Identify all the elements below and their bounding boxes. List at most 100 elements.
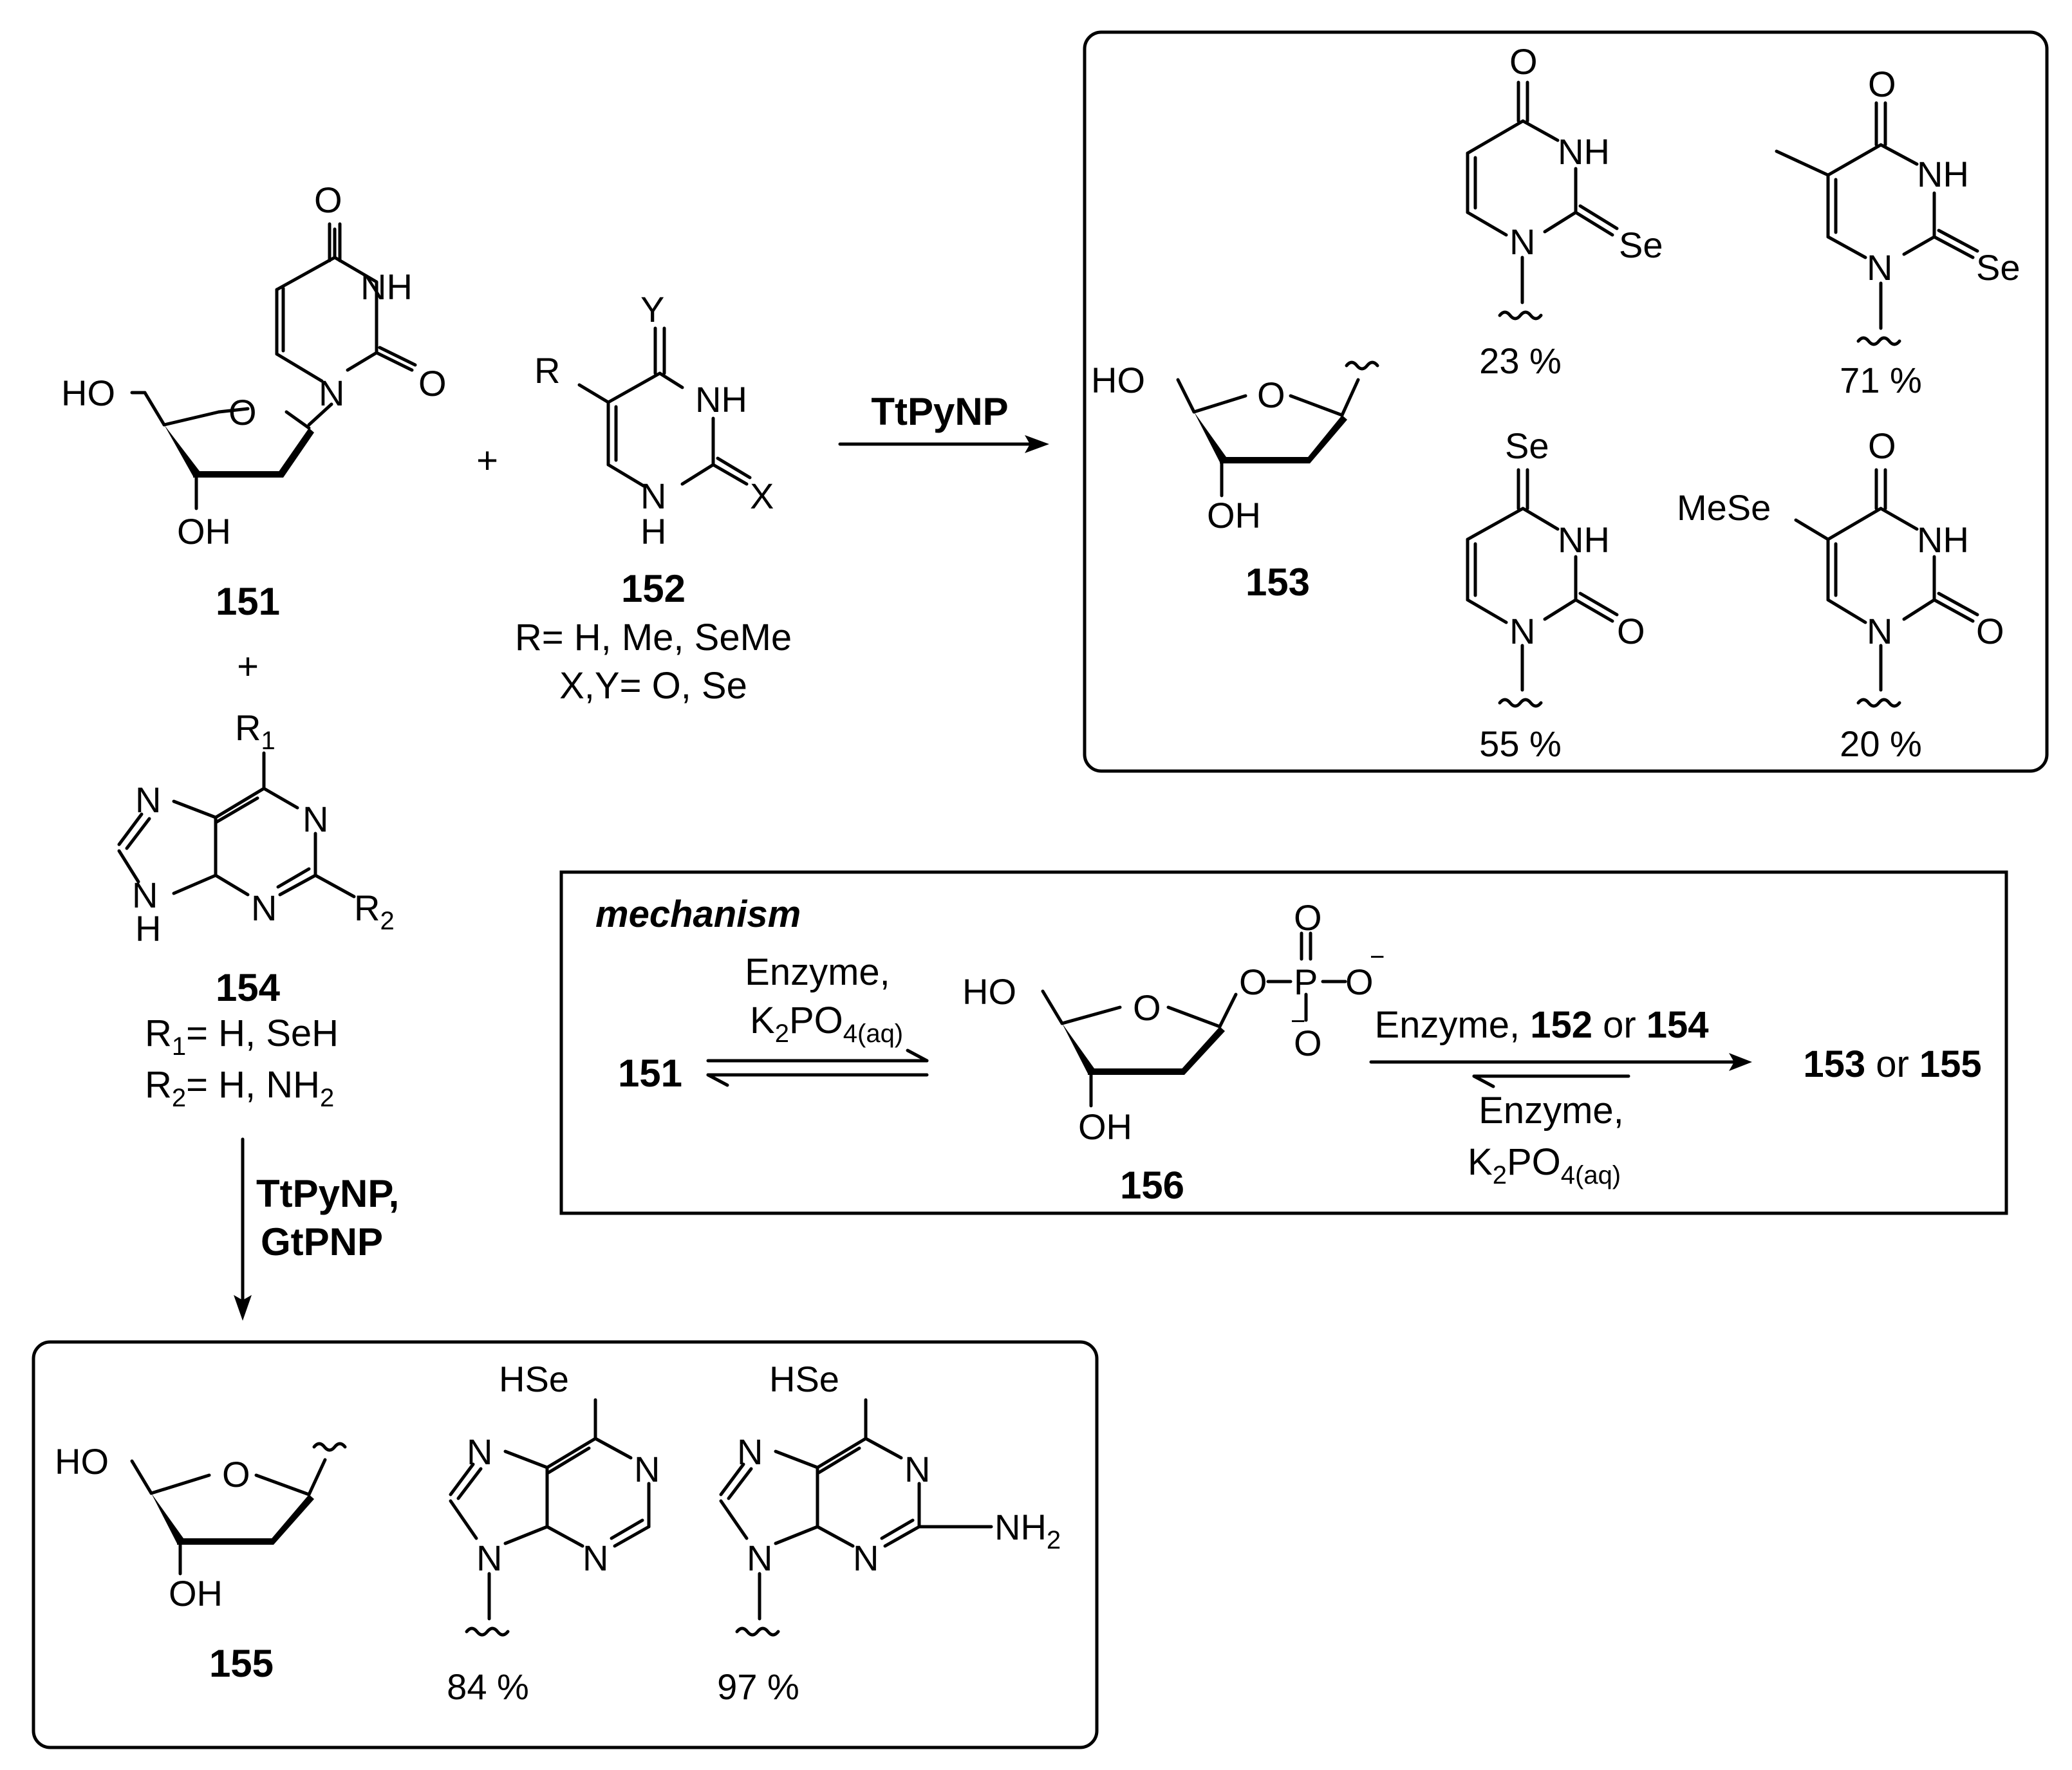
right-condition-bottom-line1: Enzyme, (1479, 1090, 1624, 1132)
plus-sign: + (237, 646, 259, 687)
reagent-label-line2: GtPNP (261, 1220, 383, 1263)
atom-hse: HSe (769, 1359, 839, 1399)
base-2-selenothymine: O NH N Se 71 % (1775, 64, 2021, 400)
reagent-label: TtPyNP (871, 390, 1008, 433)
atom-oh: OH (1078, 1106, 1132, 1147)
compound-number-152: 152 (621, 567, 686, 610)
yield-label: 20 % (1840, 723, 1922, 764)
base-5-methylselenouracil: MeSe O NH N O 20 % (1677, 425, 2004, 764)
atom-ring-o: O (1257, 375, 1285, 415)
atom-o-top: O (314, 180, 342, 220)
atom-n-top: N (135, 779, 161, 820)
r1-substituent-definition: R1= H, SeH (145, 1012, 339, 1061)
yield-label: 55 % (1479, 723, 1562, 764)
atom-n: N (640, 476, 666, 516)
plus-sign: + (476, 440, 498, 481)
reaction-arrow-1: TtPyNP (838, 390, 1049, 453)
sugar-153: HO O OH 153 (1091, 360, 1379, 604)
atom-n7: N (737, 1431, 763, 1472)
atom-o-bottom: O (1294, 1023, 1322, 1063)
atom-n1: N (904, 1449, 930, 1489)
atom-y: Y (640, 289, 664, 330)
atom-o-right: O (418, 363, 447, 404)
left-condition-line1: Enzyme, (745, 951, 890, 993)
charge-minus: − (1370, 943, 1385, 971)
right-condition-top: Enzyme, 152 or 154 (1374, 1004, 1708, 1046)
atom-nh: NH (1558, 131, 1610, 172)
atom-h9: H (135, 908, 161, 949)
atom-n: N (1867, 247, 1892, 288)
compound-number-151: 151 (216, 580, 280, 623)
r2-substituent-definition: R2= H, NH2 (145, 1064, 334, 1112)
atom-o: O (1868, 64, 1896, 104)
atom-n3: N (583, 1538, 608, 1578)
atom-o: O (1509, 41, 1538, 82)
yield-label: 84 % (447, 1666, 529, 1707)
atom-se: Se (1505, 425, 1549, 466)
atom-n7: N (467, 1431, 492, 1472)
atom-nh: NH (1558, 519, 1610, 560)
atom-o: O (1617, 611, 1645, 651)
atom-ho: HO (1091, 360, 1145, 400)
mechanism-title: mechanism (595, 893, 801, 935)
charge-minus: − (1291, 1007, 1305, 1036)
base-6-selenoguanine: HSe N N N N NH2 97 % (717, 1359, 1061, 1707)
atom-n: N (319, 373, 344, 413)
atom-x: X (750, 476, 774, 516)
atom-h: H (640, 511, 666, 552)
product-box-155 (32, 1340, 1099, 1749)
atom-ring-o: O (229, 392, 257, 433)
atom-ring-o: O (1133, 987, 1161, 1028)
atom-oh: OH (1207, 495, 1261, 536)
atom-o: O (1976, 611, 2004, 651)
base-2-selenouracil: O NH N Se 23 % (1466, 41, 1663, 381)
xy-substituent-definition: X,Y= O, Se (559, 665, 747, 707)
atom-r1: R1 (235, 707, 275, 755)
atom-oh: OH (177, 511, 231, 552)
reagent-label-line1: TtPyNP, (256, 1172, 399, 1215)
atom-n: N (1867, 611, 1892, 651)
atom-ho: HO (55, 1441, 109, 1482)
mechanism-products: 153 or 155 (1803, 1043, 1981, 1085)
atom-o-top: O (1868, 425, 1896, 466)
atom-nh: NH (360, 266, 413, 307)
mechanism-left-compound: 151 (618, 1052, 682, 1095)
base-4-selenouracil: Se NH N O 55 % (1466, 425, 1645, 764)
compound-number-155: 155 (209, 1642, 274, 1685)
compound-number-154: 154 (216, 966, 281, 1009)
atom-nh: NH (695, 379, 747, 420)
yield-label: 71 % (1840, 360, 1922, 400)
atom-r: R (534, 350, 560, 391)
compound-151: O NH O N HO O OH 151 (61, 180, 447, 623)
atom-r2: R2 (354, 888, 395, 935)
compound-156: HO O OH O P O O − O − 156 (962, 897, 1385, 1207)
atom-o-bridge: O (1239, 962, 1267, 1002)
atom-n9: N (747, 1538, 772, 1578)
right-condition-bottom-line2: K2PO4(aq) (1468, 1141, 1621, 1189)
left-condition-line2: K2PO4(aq) (750, 1000, 903, 1048)
atom-n3: N (853, 1538, 879, 1578)
reaction-arrow-2: TtPyNP, GtPNP (234, 1137, 399, 1321)
atom-oh: OH (169, 1573, 223, 1614)
atom-n-bottom: N (251, 888, 277, 928)
atom-nh: NH (1917, 154, 1969, 194)
atom-nh: NH (1917, 519, 1969, 560)
yield-label: 23 % (1479, 340, 1562, 381)
atom-n: N (1509, 611, 1535, 651)
atom-n9: N (476, 1538, 502, 1578)
atom-ho: HO (61, 373, 115, 413)
atom-mese: MeSe (1677, 487, 1771, 528)
compound-number-153: 153 (1246, 561, 1310, 604)
compound-154: R1 N N N R2 N H 154 R1= H, SeH R2= H, NH… (117, 707, 395, 1112)
equilibrium-arrow-right: Enzyme, 152 or 154 Enzyme, K2PO4(aq) (1369, 1004, 1752, 1189)
equilibrium-arrow-left: Enzyme, K2PO4(aq) (706, 951, 929, 1087)
base-6-selenopurine: HSe N N N N 84 % (447, 1359, 660, 1707)
compound-number-156: 156 (1120, 1164, 1184, 1207)
atom-se: Se (1619, 225, 1663, 265)
atom-ho: HO (962, 971, 1016, 1012)
atom-n1: N (634, 1449, 660, 1489)
atom-nh2: NH2 (994, 1507, 1061, 1554)
mechanism-box (559, 870, 2008, 1215)
product-box-153 (1083, 30, 2049, 773)
